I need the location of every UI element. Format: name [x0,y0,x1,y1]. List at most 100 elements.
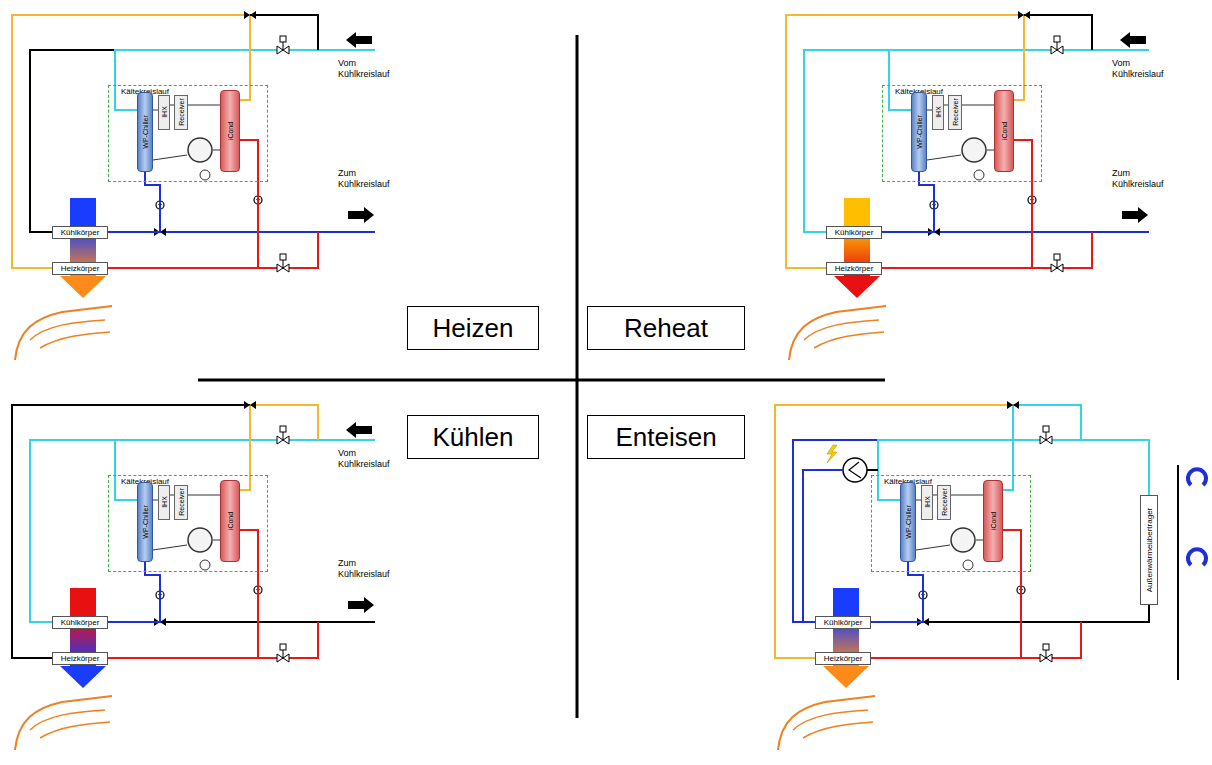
pipe [30,50,115,232]
quadrant-piping [12,401,375,750]
refrigerant-circuit-box: KältekreislaufWP-ChillerIHXReceiveriCond [108,85,268,182]
refrigerant-circuit-box: KältekreislaufWP-ChillerIHXReceiveriCond [882,85,1042,182]
node-text: Kühlkörper [835,228,874,237]
pipe [258,622,318,658]
refrigerant-line [188,495,220,496]
node-text: Enteisen [615,422,716,453]
valve-actuator [1043,426,1049,432]
valve-actuator [280,36,286,42]
chiller: WP-Chiller [137,482,153,562]
valve-stem [283,650,284,658]
node-text: Außenwärmeübertrager [1145,508,1154,592]
node-text: IHX [934,106,941,118]
pipe [934,231,1149,233]
pipe [258,232,318,268]
pipe [12,405,250,658]
condenser: iCond [983,480,1003,562]
heater-box: Heizkörper [815,652,871,665]
valve-stem [1046,432,1047,440]
chiller: WP-Chiller [900,482,916,562]
air-arrow [833,588,859,616]
divider-line [198,379,885,382]
node-text: IHX [160,106,167,118]
pipe-connector [882,172,934,233]
compressor [188,528,212,552]
node-text: Receiver [177,98,184,126]
node-text: Kühlkörper [824,618,863,627]
node-text: iCond [1000,121,1007,139]
fan-line [1177,465,1179,680]
pipe-connector [108,172,160,233]
mode-label: Reheat [587,306,745,350]
valve-actuator [1054,254,1060,260]
air-arrow [70,588,96,616]
flow-arrow [1120,32,1146,48]
refrigerant-line [153,155,187,160]
node-text: Heizen [433,313,514,344]
pipe [923,621,1138,623]
valve-actuator [280,426,286,432]
valve-actuator [1054,36,1060,42]
heat-exchanger: IHX [932,95,944,130]
outside-heat-exchanger: Außenwärmeübertrager [1140,495,1158,605]
quadrant-piping [12,11,375,360]
valve-actuator [280,644,286,650]
car-outline [789,306,886,360]
pipe [30,440,115,622]
air-arrow-head [834,276,880,298]
valve-stem [283,260,284,268]
refrigerant-line [987,150,994,151]
node-text: Reheat [624,313,708,344]
car-outline [804,320,884,348]
car-outline [30,710,110,738]
node-text: WP-Chiller [915,115,922,148]
pipe [867,469,878,471]
three-way-valve [244,401,256,409]
quadrant-piping [786,11,1149,360]
pipe [1014,15,1024,100]
car-outline [793,710,873,738]
cooler-box: Kühlkörper [826,226,882,239]
valve-actuator [280,254,286,260]
receiver: Receiver [174,95,188,130]
airflow-arrow [1188,549,1206,565]
flow-arrow [348,597,374,613]
flow-label: Zum Kühlkreislauf [338,558,400,580]
pipe [1003,405,1013,490]
electric-heater [843,458,867,482]
pipe-connector [871,562,923,623]
pipe-connector [108,562,160,623]
refrigerant-line [916,545,950,550]
pipe [250,15,318,50]
node-text: Heizkörper [835,264,874,273]
pipe [793,440,878,622]
heater-box: Heizkörper [52,262,108,275]
cooler-box: Kühlkörper [52,226,108,239]
divider-line [576,35,579,718]
node-text: IHX [160,496,167,508]
air-arrow [70,198,96,226]
heater-box: Heizkörper [826,262,882,275]
valve-stem [283,432,284,440]
heat-exchanger: IHX [158,95,170,130]
air-arrow [844,198,870,226]
refrigerant-line [927,155,961,160]
valve-stem [1057,42,1058,50]
mode-label: Heizen [407,306,539,350]
compressor-motor [200,170,210,180]
pipe [1024,15,1092,50]
refrigerant-circuit-box: KältekreislaufWP-ChillerIHXReceiveriCond [108,475,268,572]
condenser: iCond [220,90,240,172]
pipe [786,15,1024,268]
node-text: Kühlkörper [61,228,100,237]
flow-label: Vom Kühlkreislauf [1112,58,1174,80]
car-outline [30,320,110,348]
compressor-motor [963,560,973,570]
node-text: Receiver [177,488,184,516]
node-text: iCond [226,511,233,529]
valve-stem [1057,260,1058,268]
car-outline [15,696,112,750]
refrigerant-line [962,105,994,106]
lightning-symbol [827,445,837,463]
pipe [240,15,250,100]
